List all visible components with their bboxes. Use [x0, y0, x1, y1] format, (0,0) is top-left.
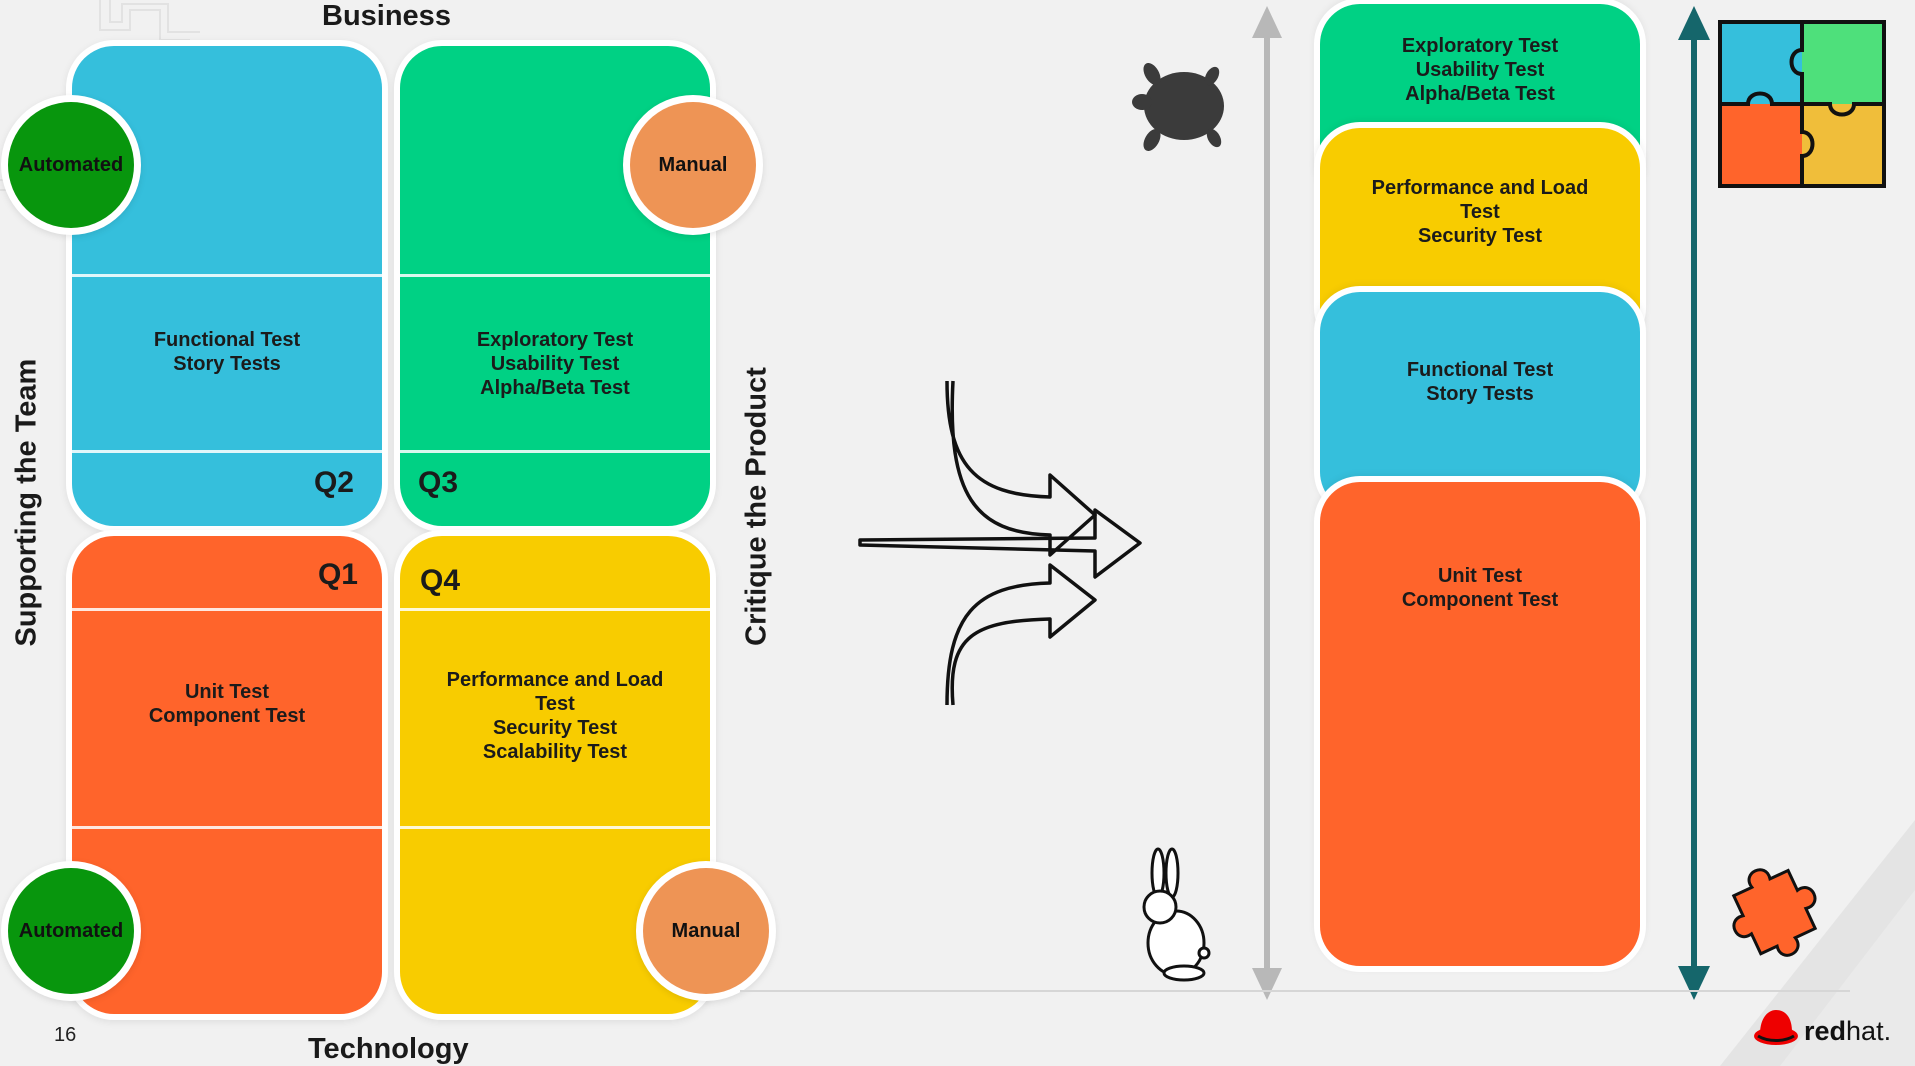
rabbit-icon [1142, 847, 1211, 982]
quadrant-q4-tests: Performance and Load Test Security Test … [446, 669, 664, 763]
vertical-teal-arrow-icon [1678, 6, 1710, 1000]
stack-layer-functional: Functional Test Story Tests [1320, 292, 1640, 512]
axis-label-critique-the-product: Critique the Product [740, 367, 773, 646]
quadrant-q1-tests: Unit Test Component Test [148, 681, 306, 727]
page-number: 16 [54, 1024, 77, 1046]
quadrant-q1-label: Q1 [317, 558, 358, 591]
quadrant-q2: Functional Test Story Tests Q2 [72, 46, 382, 526]
axis-label-supporting-the-team: Supporting the Team [10, 358, 43, 647]
turtle-icon [1132, 63, 1224, 151]
puzzle-piece-icon [1731, 868, 1818, 957]
quadrant-q4-label: Q4 [420, 564, 461, 597]
quadrant-q2-tests: Functional Test Story Tests [153, 329, 301, 375]
quadrant-q1: Unit Test Component Test Q1 [72, 536, 382, 1014]
axis-label-business: Business [322, 0, 451, 32]
footer-divider [740, 990, 1850, 992]
manual-badge-top: Manual [630, 102, 756, 228]
merge-arrows-icon [858, 380, 1142, 706]
quadrant-q3-label: Q3 [418, 466, 459, 499]
stack-layer-unit: Unit Test Component Test [1320, 482, 1640, 966]
redhat-logo-icon [1754, 1010, 1798, 1045]
quadrant-q3-tests: Exploratory Test Usability Test Alpha/Be… [476, 329, 634, 399]
redhat-wordmark: redhat. [1804, 1016, 1892, 1046]
puzzle-complete-icon [1718, 20, 1886, 188]
automated-badge-bottom: Automated [8, 868, 134, 994]
manual-badge-bottom: Manual [643, 868, 769, 994]
quadrant-q2-label: Q2 [313, 466, 354, 499]
corner-stripe-decoration [1720, 820, 1915, 1066]
axis-label-technology: Technology [308, 1033, 469, 1065]
vertical-gray-arrow-icon [1252, 6, 1282, 1000]
automated-badge-top: Automated [8, 102, 134, 228]
